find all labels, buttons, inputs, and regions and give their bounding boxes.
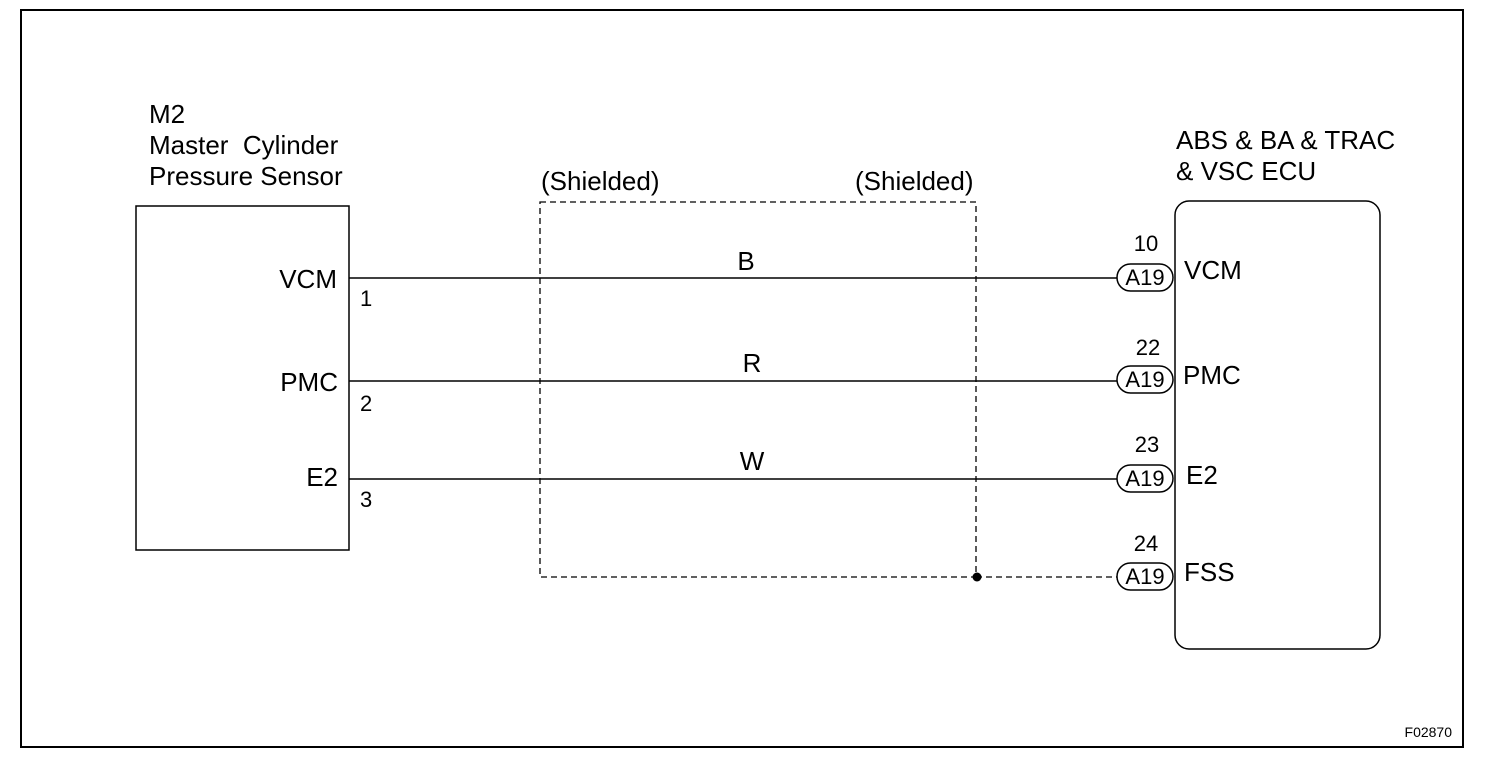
connector-label-pmc: A19: [1125, 367, 1164, 392]
wire-color-b: B: [737, 246, 754, 276]
ecu-terminal-pmc: PMC: [1183, 360, 1241, 390]
wire-color-r: R: [743, 348, 762, 378]
wire-color-w: W: [740, 446, 765, 476]
ecu-name-line2: & VSC ECU: [1176, 156, 1316, 186]
ecu-terminal-e2: E2: [1186, 460, 1218, 490]
figure-id: F02870: [1405, 724, 1453, 740]
connector-badge-vcm: [1116, 263, 1174, 292]
sensor-pin-pmc: PMC: [280, 367, 338, 397]
connector-label-e2: A19: [1125, 466, 1164, 491]
sensor-name-line1: Master Cylinder: [149, 130, 339, 160]
ecu-terminal-22-number: 22: [1136, 335, 1160, 360]
connector-label-vcm: A19: [1125, 265, 1164, 290]
connector-label-fss: A19: [1125, 564, 1164, 589]
sensor-pin-2-number: 2: [360, 391, 372, 416]
sensor-pin-1-number: 1: [360, 286, 372, 311]
diagram-frame: [20, 9, 1464, 748]
shield-box: [539, 201, 977, 578]
ecu-box: [1174, 200, 1381, 650]
connector-badge-pmc: [1116, 365, 1174, 394]
sensor-pin-vcm: VCM: [279, 264, 337, 294]
shield-label-right: (Shielded): [855, 166, 974, 196]
ecu-terminal-fss: FSS: [1184, 557, 1235, 587]
shield-label-left: (Shielded): [541, 166, 660, 196]
shield-junction-dot: [972, 572, 982, 582]
connector-badge-e2: [1116, 464, 1174, 493]
ecu-terminal-23-number: 23: [1135, 432, 1159, 457]
ecu-terminal-vcm: VCM: [1184, 255, 1242, 285]
connector-badge-fss: [1116, 562, 1174, 591]
sensor-pin-e2: E2: [306, 462, 338, 492]
ecu-terminal-24-number: 24: [1134, 531, 1158, 556]
sensor-box: [135, 205, 350, 551]
ecu-terminal-10-number: 10: [1134, 231, 1158, 256]
sensor-code: M2: [149, 99, 185, 129]
ecu-name-line1: ABS & BA & TRAC: [1176, 125, 1395, 155]
sensor-pin-3-number: 3: [360, 487, 372, 512]
sensor-name-line2: Pressure Sensor: [149, 161, 343, 191]
